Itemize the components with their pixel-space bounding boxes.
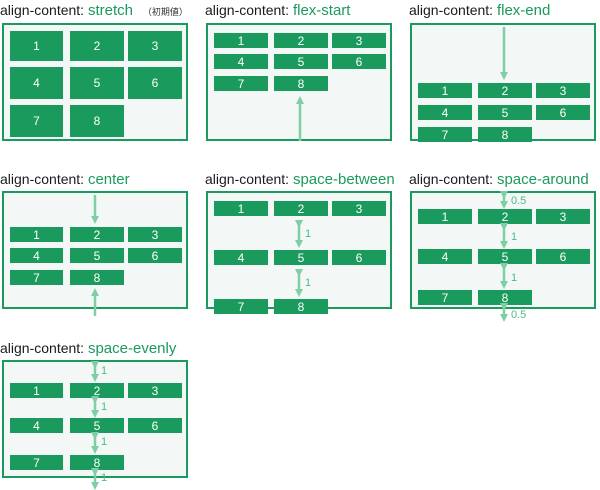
flex-item: 8 (274, 299, 328, 314)
gap-ratio-label: 1 (305, 228, 312, 240)
flex-item: 1 (214, 201, 268, 216)
caption-flex-end: align-content: flex-end (409, 2, 550, 19)
flex-item: 8 (70, 270, 124, 285)
flex-item: 6 (536, 105, 590, 120)
flex-item: 7 (10, 105, 63, 137)
gap-ratio-label: 1 (101, 436, 108, 448)
caption-prefix: align-content: (0, 340, 85, 356)
flex-item: 2 (478, 83, 532, 98)
default-note: （初期値） (142, 7, 188, 17)
gap-ratio-label: 1 (511, 231, 518, 243)
caption-stretch: align-content: stretch （初期値） (0, 2, 188, 20)
panel-flex-start: 1 2 3 4 5 6 7 8 (206, 23, 392, 141)
flex-item: 2 (70, 31, 124, 61)
flex-item: 2 (70, 383, 124, 398)
flex-item: 4 (418, 105, 472, 120)
flex-item: 5 (70, 67, 124, 99)
flex-item: 5 (274, 250, 328, 265)
flex-item: 7 (214, 76, 268, 91)
flex-item: 4 (10, 248, 63, 263)
panel-stretch: 1 2 3 4 5 6 7 8 (2, 23, 188, 141)
caption-prefix: align-content: (205, 2, 290, 18)
flex-item: 5 (478, 249, 532, 264)
flex-item: 5 (70, 248, 124, 263)
flex-item: 1 (10, 227, 63, 242)
caption-prefix: align-content: (409, 2, 494, 18)
flex-item: 8 (274, 76, 328, 91)
caption-prefix: align-content: (0, 171, 85, 187)
flex-item: 7 (418, 290, 472, 305)
caption-space-around: align-content: space-around (409, 171, 589, 188)
flex-item: 6 (332, 54, 386, 69)
gap-ratio-label: 1 (101, 401, 108, 413)
flex-item: 3 (332, 33, 386, 48)
flex-item: 6 (536, 249, 590, 264)
caption-value: stretch (87, 2, 133, 19)
flex-item: 8 (70, 105, 124, 137)
caption-prefix: align-content: (409, 171, 494, 187)
caption-value: flex-end (496, 2, 551, 19)
caption-center: align-content: center (0, 171, 130, 188)
flex-item: 8 (478, 127, 532, 142)
flex-item: 1 (214, 33, 268, 48)
flex-item: 4 (214, 54, 268, 69)
caption-value: space-between (292, 171, 395, 188)
flex-item: 6 (128, 67, 182, 99)
flex-item: 8 (70, 455, 124, 470)
flex-item: 4 (214, 250, 268, 265)
flex-item: 2 (70, 227, 124, 242)
flex-item: 4 (10, 67, 63, 99)
flex-item: 5 (478, 105, 532, 120)
caption-space-evenly: align-content: space-evenly (0, 340, 176, 357)
gap-ratio-label: 1 (101, 472, 108, 484)
flex-item: 6 (332, 250, 386, 265)
flex-item: 4 (10, 418, 63, 433)
panel-flex-end: 1 2 3 4 5 6 7 8 (410, 23, 596, 142)
caption-value: space-around (496, 171, 589, 188)
flex-item: 3 (128, 383, 182, 398)
flex-item: 3 (332, 201, 386, 216)
panel-space-around: 1 2 3 4 5 6 7 8 (410, 191, 596, 309)
flex-item: 2 (274, 33, 328, 48)
gap-ratio-label: 0.5 (511, 195, 527, 207)
flex-item: 6 (128, 418, 182, 433)
caption-space-between: align-content: space-between (205, 171, 395, 188)
flex-item: 3 (128, 227, 182, 242)
gap-ratio-label: 1 (511, 272, 518, 284)
caption-prefix: align-content: (0, 2, 85, 18)
flex-item: 7 (10, 270, 63, 285)
gap-ratio-label: 1 (101, 365, 108, 377)
gap-ratio-label: 1 (305, 277, 312, 289)
flex-item: 3 (128, 31, 182, 61)
flex-item: 3 (536, 209, 590, 224)
flex-item: 6 (128, 248, 182, 263)
gap-ratio-label: 0.5 (511, 309, 527, 321)
caption-prefix: align-content: (205, 171, 290, 187)
flex-item: 7 (214, 299, 268, 314)
flex-item: 1 (418, 83, 472, 98)
caption-flex-start: align-content: flex-start (205, 2, 350, 19)
caption-value: flex-start (292, 2, 351, 19)
flex-item: 7 (418, 127, 472, 142)
flex-item: 8 (478, 290, 532, 305)
flex-item: 5 (274, 54, 328, 69)
flex-item: 2 (478, 209, 532, 224)
flex-item: 4 (418, 249, 472, 264)
flex-item: 3 (536, 83, 590, 98)
flex-item: 1 (10, 31, 63, 61)
flex-item: 2 (274, 201, 328, 216)
caption-value: space-evenly (87, 340, 177, 357)
flex-item: 1 (10, 383, 63, 398)
caption-value: center (87, 171, 130, 188)
flex-item: 1 (418, 209, 472, 224)
flex-item: 5 (70, 418, 124, 433)
flex-item: 7 (10, 455, 63, 470)
